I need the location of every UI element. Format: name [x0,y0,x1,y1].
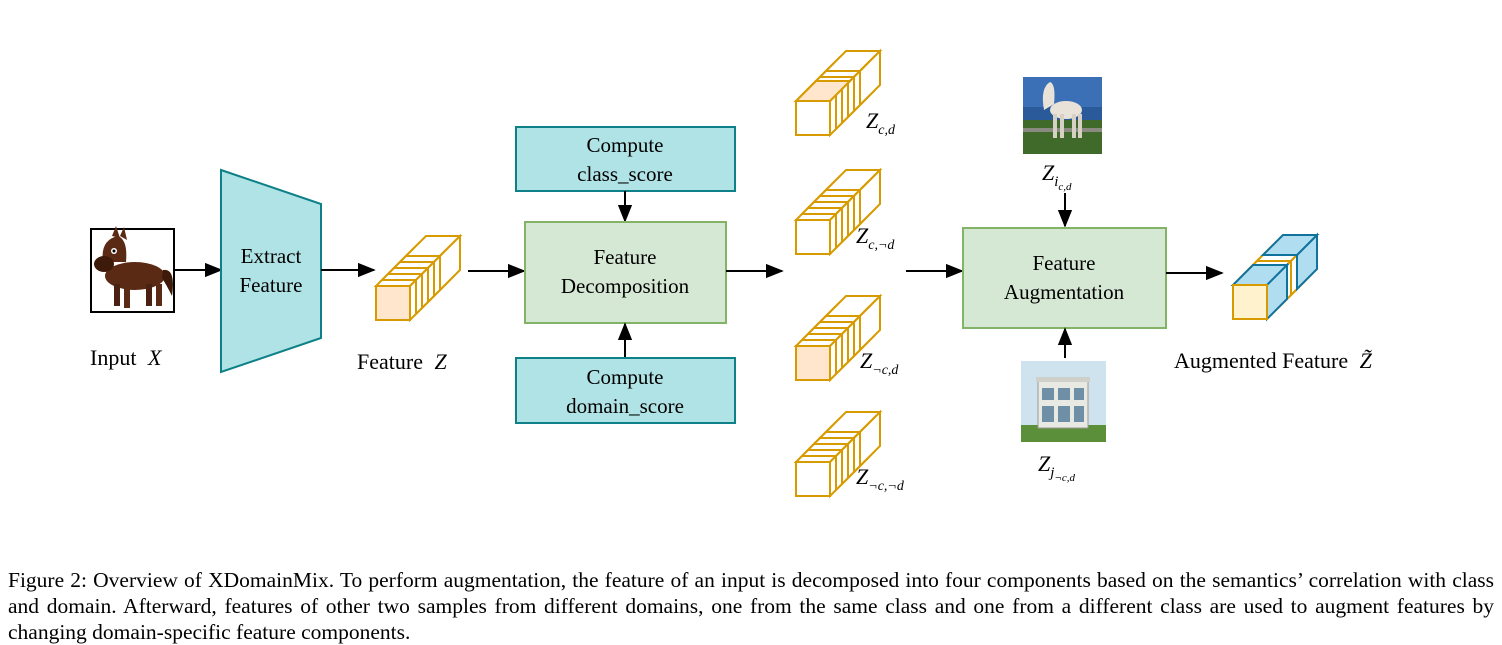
svg-text:Zc,¬d: Zc,¬d [856,223,895,253]
component-3-sub: ¬c,d [872,363,899,378]
aug-line2: Augmentation [1004,280,1125,304]
figure-caption: Figure 2: Overview of XDomainMix. To per… [8,567,1494,644]
svg-text:Zj¬c,d: Zj¬c,d [1038,451,1075,484]
sample-bottom-sub: j [1048,465,1054,481]
augmented-var: Z̃ [1360,348,1373,373]
extract-feature-block [220,168,322,374]
svg-text:Z¬c,d: Z¬c,d [860,348,899,378]
sample-top-subsub: c,d [1058,181,1072,193]
component-cube-notc-notd [795,411,881,497]
component-2-sub: c,¬d [868,238,895,253]
extract-line2: Feature [240,273,303,297]
domain-score-line1: Compute [587,365,664,389]
feature-z-cube [375,235,461,321]
component-cube-notc-d [795,295,881,381]
white-horse-icon [1042,82,1082,138]
sample-image-same-class [1023,77,1102,154]
building-icon [1036,377,1090,429]
decomp-line1: Feature [594,245,657,269]
component-2-base: Z [856,223,869,248]
compute-domain-score-box [515,357,736,424]
diagram-canvas: Input X Extract Feature Feature Z Comput… [90,50,1373,497]
sample-bottom-subsub: ¬c,d [1054,472,1075,484]
feature-label: Feature [357,349,423,374]
sample-bottom-base: Z [1038,451,1051,476]
svg-text:Input X: Input X [90,345,163,370]
svg-text:Zic,d: Zic,d [1042,160,1072,193]
decomp-line2: Decomposition [561,274,690,298]
component-1-base: Z [866,108,879,133]
component-1-sub: c,d [878,123,896,138]
component-cube-c-notd [795,169,881,255]
svg-text:Zc,d: Zc,d [866,108,896,138]
component-4-sub: ¬c,¬d [868,479,905,494]
component-3-base: Z [860,348,873,373]
sample-top-sub: i [1054,174,1058,190]
svg-text:Feature Z: Feature Z [357,349,447,374]
component-cube-c-d [793,50,881,136]
feature-augmentation-box [962,227,1167,329]
sample-top-base: Z [1042,160,1055,185]
feature-decomposition-box [524,221,727,324]
feature-var: Z [434,349,447,374]
class-score-line1: Compute [587,133,664,157]
augmented-feature-cube [1230,232,1320,322]
svg-text:Z¬c,¬d: Z¬c,¬d [856,464,905,494]
domain-score-line2: domain_score [566,394,684,418]
input-var: X [147,345,163,370]
cartoon-horse-icon [94,226,173,308]
svg-text:Augmented Feature Z̃: Augmented Feature Z̃ [1174,348,1373,373]
augmented-label: Augmented Feature [1174,348,1348,373]
aug-line1: Feature [1033,251,1096,275]
input-image [90,226,175,313]
component-4-base: Z [856,464,869,489]
extract-line1: Extract [241,244,302,268]
sample-image-different-class [1021,361,1106,442]
class-score-line2: class_score [577,162,673,186]
input-label: Input [90,345,136,370]
